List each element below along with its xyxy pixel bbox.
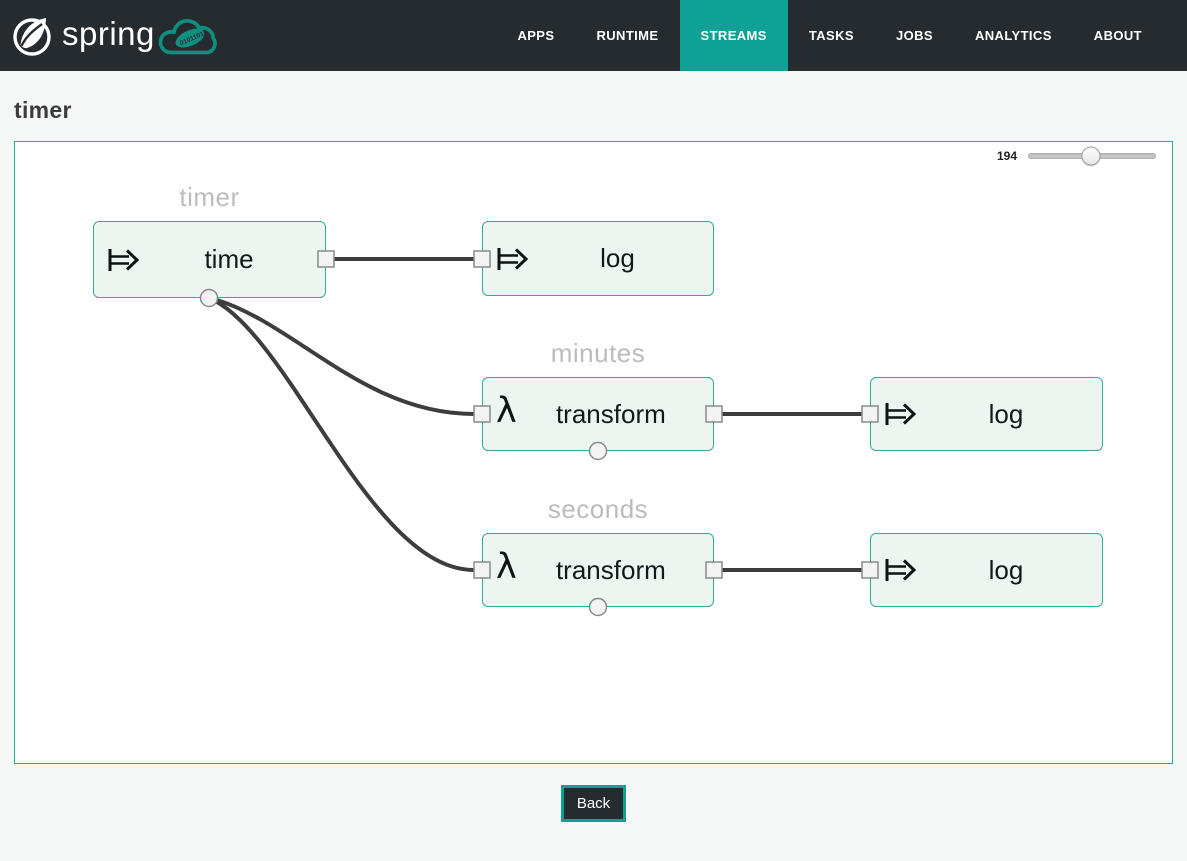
- node-time[interactable]: time: [93, 221, 326, 298]
- lambda-icon: λ: [496, 546, 517, 587]
- node-label: transform: [555, 398, 666, 429]
- link-timetap-to-transform-minutes[interactable]: [215, 298, 476, 416]
- footer: Back: [0, 785, 1187, 822]
- node-log-seconds[interactable]: log: [870, 533, 1103, 607]
- zoom-slider-track[interactable]: [1028, 146, 1156, 166]
- link-timetap-to-transform-seconds[interactable]: [215, 300, 476, 572]
- node-log-minutes[interactable]: log: [870, 377, 1103, 451]
- node-log-timer[interactable]: log: [482, 221, 714, 296]
- page-title: timer: [14, 97, 72, 123]
- node-label: log: [988, 554, 1024, 585]
- lambda-icon: λ: [496, 390, 517, 431]
- zoom-control: 194: [996, 146, 1156, 166]
- nav-item-apps[interactable]: APPS: [517, 28, 555, 43]
- node-label: transform: [555, 554, 666, 585]
- nav-item-tasks[interactable]: TASKS: [808, 28, 854, 43]
- zoom-slider-thumb[interactable]: [1081, 146, 1101, 166]
- brand-name: spring: [62, 14, 155, 52]
- stream-label-minutes: minutes: [550, 338, 646, 368]
- tap-arrow-icon: [496, 246, 530, 272]
- brand[interactable]: spring 01011010: [0, 0, 221, 71]
- main-nav: APPS RUNTIME STREAMS TASKS JOBS ANALYTIC…: [496, 0, 1187, 71]
- tap-arrow-icon: [884, 401, 918, 427]
- dataflow-cloud-icon: 01011010: [157, 10, 221, 62]
- nav-item-analytics[interactable]: ANALYTICS: [974, 28, 1052, 43]
- navbar: spring 01011010 APPS RUNTIME STREAMS TAS…: [0, 0, 1187, 71]
- tap-arrow-icon: [107, 247, 141, 273]
- zoom-value-label: 194: [996, 149, 1017, 163]
- node-transform-seconds[interactable]: λ transform: [482, 533, 714, 607]
- nav-item-jobs[interactable]: JOBS: [895, 28, 933, 43]
- node-transform-minutes[interactable]: λ transform: [482, 377, 714, 451]
- spring-leaf-icon: [10, 14, 54, 58]
- tap-arrow-icon: [884, 557, 918, 583]
- stream-label-timer: timer: [179, 182, 240, 212]
- flow-canvas[interactable]: 194 timer minutes seconds time: [14, 141, 1173, 764]
- nav-item-about[interactable]: ABOUT: [1093, 28, 1142, 43]
- node-label: time: [204, 244, 254, 274]
- back-button[interactable]: Back: [560, 785, 627, 822]
- node-label: log: [600, 243, 635, 273]
- stream-label-seconds: seconds: [547, 494, 649, 524]
- node-label: log: [988, 398, 1024, 429]
- nav-item-runtime[interactable]: RUNTIME: [596, 28, 659, 43]
- nav-item-streams[interactable]: STREAMS: [679, 0, 788, 71]
